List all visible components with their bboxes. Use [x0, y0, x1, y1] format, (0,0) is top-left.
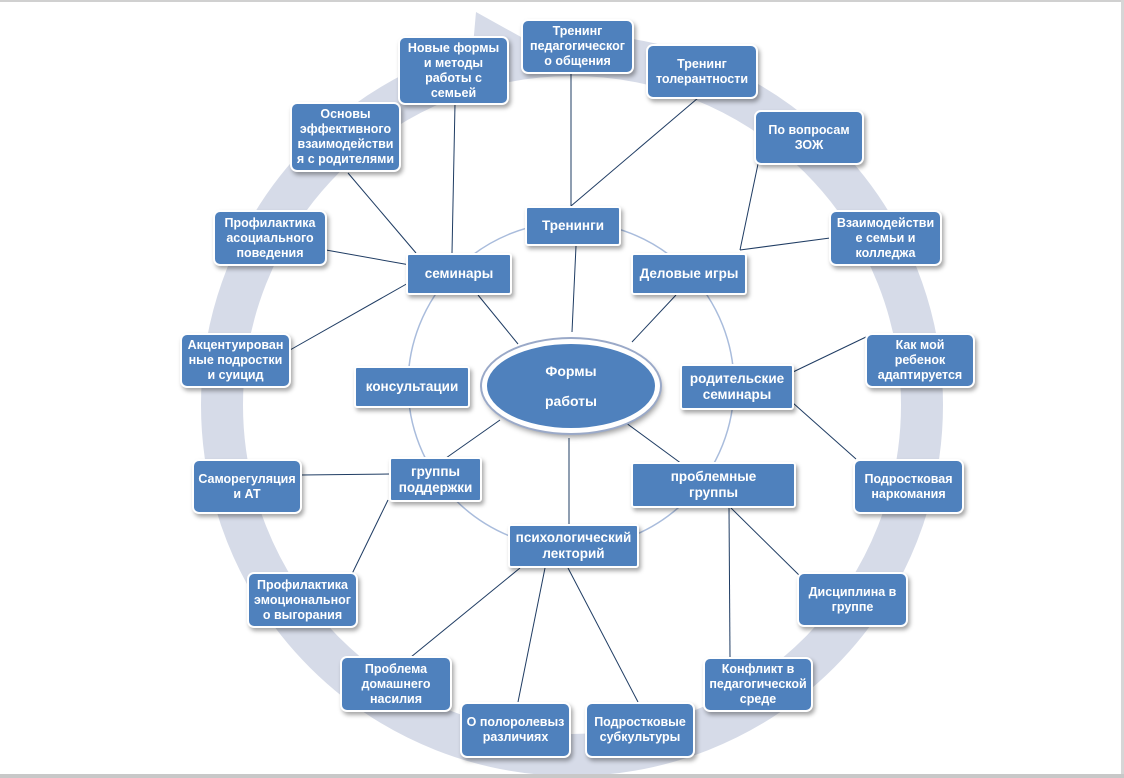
- right-border: [1121, 0, 1124, 778]
- topic-ped-conflict: Конфликт в педагогической среде: [703, 657, 813, 712]
- topic-asocial-behavior: Профилактика асоциального поведения: [213, 210, 327, 266]
- topic-tolerance: Тренинг толерантности: [646, 44, 758, 99]
- center-label-line2: работы: [544, 393, 597, 409]
- topic-family-methods: Новые формы и методы работы с семьей: [398, 36, 509, 105]
- topic-ped-communication: Тренинг педагогическог о общения: [521, 19, 634, 74]
- topic-family-college: Взаимодействи е семьи и колледжа: [829, 210, 942, 266]
- topic-burnout: Профилактика эмоциональног о выгорания: [247, 572, 358, 628]
- node-seminars: семинары: [406, 253, 512, 295]
- topic-discipline: Дисциплина в группе: [797, 572, 908, 627]
- topic-subcultures: Подростковые субкультуры: [585, 702, 695, 758]
- connector-lines: [289, 73, 867, 703]
- node-support-groups: группы поддержки: [389, 457, 482, 502]
- topic-healthy-lifestyle: По вопросам ЗОЖ: [754, 110, 864, 165]
- topic-teen-addiction: Подростковая наркомания: [853, 459, 964, 514]
- topic-accentuated-teens: Акцентуирован ные подростки и суицид: [180, 333, 291, 388]
- node-trainings: Тренинги: [525, 206, 621, 246]
- topic-gender-roles: О полоролевыз различиях: [460, 702, 571, 758]
- topic-adaptation: Как мой ребенок адаптируется: [865, 333, 975, 388]
- topic-self-regulation: Саморегуляция и АТ: [192, 459, 302, 514]
- node-business-games: Деловые игры: [631, 253, 747, 295]
- center-node-forms-of-work: Формы работы: [482, 339, 660, 433]
- node-parent-seminars: родительские семинары: [680, 364, 794, 410]
- center-label-line1: Формы: [545, 363, 597, 379]
- node-problem-groups: проблемные группы: [631, 462, 796, 508]
- topic-domestic-violence: Проблема домашнего насилия: [340, 656, 452, 712]
- topic-parent-interaction: Основы эффективного взаимодействи я с ро…: [290, 102, 401, 172]
- node-psych-lectures: психологический лекторий: [508, 524, 639, 568]
- node-consultations: консультации: [354, 366, 470, 408]
- top-border: [0, 0, 1124, 2]
- bottom-border: [0, 774, 1124, 778]
